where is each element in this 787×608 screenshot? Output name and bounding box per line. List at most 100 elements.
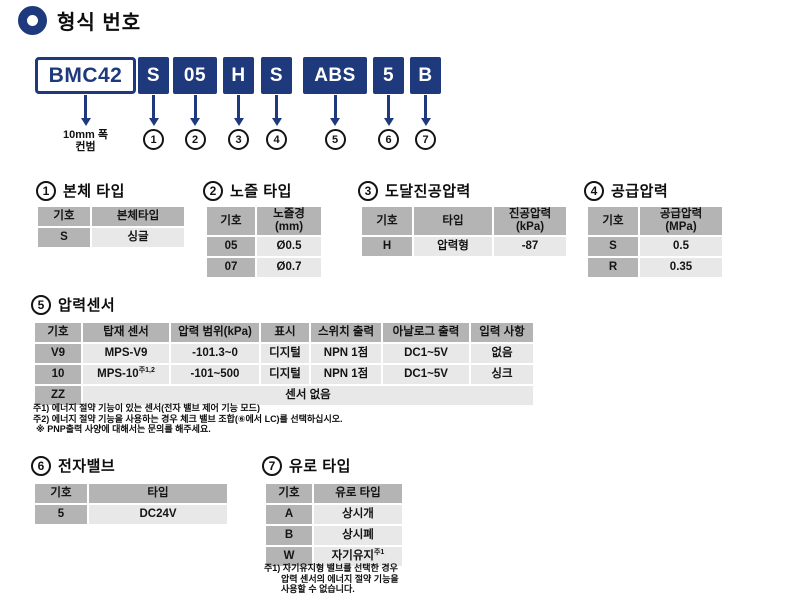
table-header-row: 기호 본체타입	[38, 207, 184, 226]
table-cell: 0.5	[640, 237, 722, 256]
vacuum-pressure-table: 기호 타입 진공압력 (kPa) H 압력형 -87	[360, 205, 568, 258]
table-header-cell: 진공압력 (kPa)	[494, 207, 566, 235]
table-row: H 압력형 -87	[362, 237, 566, 256]
arrow-down-icon	[148, 118, 159, 126]
section-1-header: 1 본체 타입	[36, 180, 125, 201]
section-4-header: 4 공급압력	[584, 180, 668, 201]
table-header-cell: 기호	[588, 207, 638, 235]
table-row: A 상시개	[266, 505, 402, 524]
table-cell: DC1~5V	[383, 365, 469, 384]
table-cell: 없음	[471, 344, 533, 363]
arrow-down-icon	[330, 118, 340, 126]
table-row: V9 MPS-V9 -101.3~0 디지털 NPN 1점 DC1~5V 없음	[35, 344, 533, 363]
table-header-cell: 기호	[35, 484, 87, 503]
table-row: R 0.35	[588, 258, 722, 277]
note-line: 주1) 에너지 절약 기능이 있는 센서(전자 밸브 제어 기능 모드)	[33, 403, 260, 413]
table-header-cell: 기호	[207, 207, 255, 235]
table-cell: MPS-10주1,2	[83, 365, 169, 384]
model-segment-2: 05 2	[173, 57, 217, 150]
table-header-cell: 본체타입	[92, 207, 184, 226]
table-cell: 자기유지주1	[314, 547, 402, 566]
table-cell: S	[38, 228, 90, 247]
segment-marker: 3	[228, 129, 249, 150]
table-header-row: 기호 타입	[35, 484, 227, 503]
table-cell: 디지털	[261, 344, 309, 363]
table-cell: S	[588, 237, 638, 256]
section-number-badge: 6	[31, 455, 51, 476]
segment-marker: 2	[184, 129, 206, 150]
note-line: 주2) 에너지 절약 기능을 사용하는 경우 체크 밸브 조합(⑥에서 LC)를…	[33, 413, 343, 424]
table-row: ZZ 센서 없음	[35, 386, 533, 405]
section-number-badge: 4	[584, 180, 604, 201]
table-header-row: 기호 유로 타입	[266, 484, 402, 503]
arrow-down-icon	[190, 118, 200, 126]
model-segment-3: H 3	[223, 57, 254, 150]
section-title: 유로 타입	[289, 458, 351, 475]
table-header-cell: 타입	[414, 207, 492, 235]
arrow-line	[424, 95, 427, 118]
table-cell: 10	[35, 365, 81, 384]
model-base-code: BMC42	[35, 57, 136, 94]
table-cell: B	[266, 526, 312, 545]
table-header-cell: 타입	[89, 484, 227, 503]
model-segment-4: S 4	[261, 57, 292, 150]
model-segment-6: 5 6	[373, 57, 404, 150]
note-line: 사용할 수 없습니다.	[281, 584, 355, 594]
table-cell: Ø0.5	[257, 237, 321, 256]
segment-marker: 1	[143, 129, 164, 150]
model-segment-1: S 1	[138, 57, 169, 150]
section-5-header: 5 압력센서	[31, 294, 115, 315]
section-title: 압력센서	[58, 297, 116, 314]
section-title: 공급압력	[611, 183, 669, 200]
table-header-cell: 기호	[38, 207, 90, 226]
table-header-cell: 표시	[261, 323, 309, 342]
section-number-badge: 7	[262, 455, 282, 476]
flow-path-label: 자기유지	[331, 550, 374, 562]
table-cell: 싱글	[92, 228, 184, 247]
arrow-down-icon	[420, 118, 431, 126]
table-header-cell: 유로 타입	[314, 484, 402, 503]
flow-path-type-table: 기호 유로 타입 A 상시개 B 상시폐 W 자기유지주1	[264, 482, 404, 568]
ring-bullet-icon	[18, 6, 47, 35]
sensor-notes: 주1) 에너지 절약 기능이 있는 센서(전자 밸브 제어 기능 모드) 주2)…	[33, 403, 343, 435]
arrow-line	[275, 95, 278, 118]
table-header-cell: 아날로그 출력	[383, 323, 469, 342]
section-2-header: 2 노즐 타입	[203, 180, 292, 201]
table-header-cell: 압력 범위(kPa)	[171, 323, 259, 342]
table-cell: MPS-V9	[83, 344, 169, 363]
arrow-down-icon	[80, 118, 91, 126]
table-cell: 05	[207, 237, 255, 256]
table-row: 05 Ø0.5	[207, 237, 321, 256]
section-7-header: 7 유로 타입	[262, 455, 351, 476]
table-header-cell: 입력 사항	[471, 323, 533, 342]
table-cell: -101.3~0	[171, 344, 259, 363]
table-header-cell: 스위치 출력	[311, 323, 381, 342]
table-row: S 싱글	[38, 228, 184, 247]
table-cell: 07	[207, 258, 255, 277]
section-number-badge: 1	[36, 180, 56, 201]
arrow-down-icon	[271, 118, 282, 126]
section-title: 전자밸브	[58, 458, 116, 475]
table-header-row: 기호 노즐경 (mm)	[207, 207, 321, 235]
table-cell: ZZ	[35, 386, 81, 405]
table-cell: W	[266, 547, 312, 566]
table-cell: 압력형	[414, 237, 492, 256]
table-row: S 0.5	[588, 237, 722, 256]
model-segment-7: B 7	[410, 57, 441, 150]
arrow-line	[193, 95, 197, 118]
table-cell: DC1~5V	[383, 344, 469, 363]
note-line: ※ PNP출력 사양에 대해서는 문의를 해주세요.	[36, 424, 211, 434]
model-segment-5: ABS 5	[303, 57, 367, 150]
table-cell: 5	[35, 505, 87, 524]
table-row: B 상시폐	[266, 526, 402, 545]
table-cell: -87	[494, 237, 566, 256]
segment-code: ABS	[303, 57, 367, 94]
model-base-column: BMC42 10mm 폭 컨범	[35, 57, 136, 153]
segment-code: 5	[373, 57, 404, 94]
table-cell: 디지털	[261, 365, 309, 384]
table-header-cell: 노즐경 (mm)	[257, 207, 321, 235]
segment-code: B	[410, 57, 441, 94]
table-row: 5 DC24V	[35, 505, 227, 524]
body-type-table: 기호 본체타입 S 싱글	[36, 205, 186, 249]
